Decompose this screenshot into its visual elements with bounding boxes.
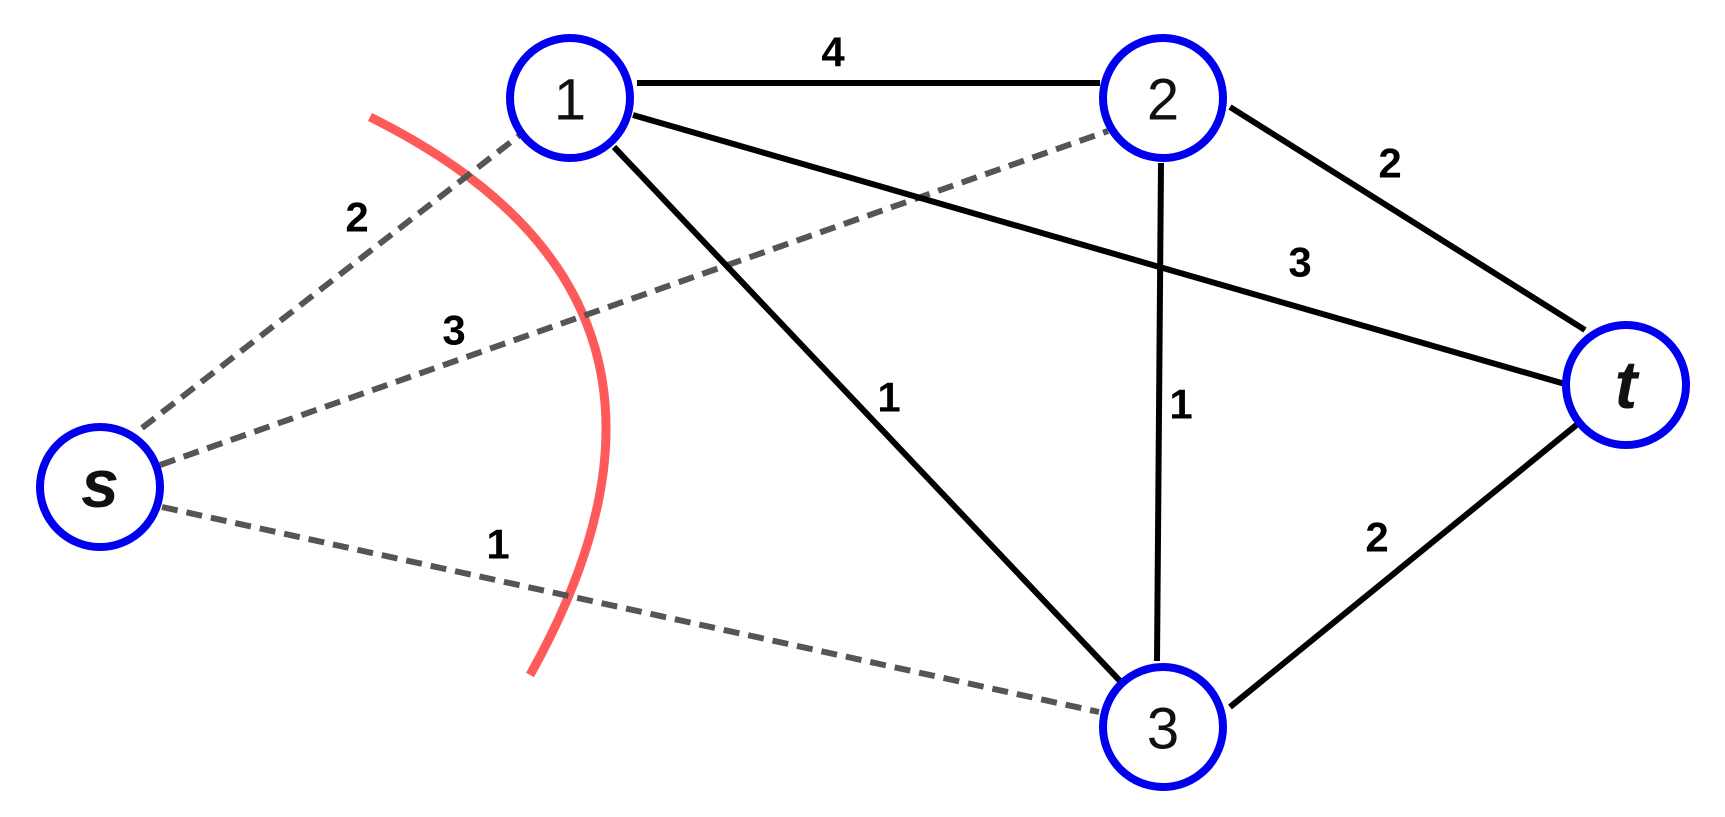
- weight-s-3: 1: [486, 521, 509, 568]
- node-s-label: s: [81, 446, 119, 522]
- edge-s-3: [161, 504, 1100, 715]
- edge-2-t: [1228, 104, 1587, 333]
- weight-1-2: 4: [821, 29, 845, 76]
- weight-1-3: 1: [877, 374, 900, 421]
- node-1: 1: [506, 34, 634, 162]
- node-3-label: 3: [1147, 697, 1179, 762]
- node-2: 2: [1099, 34, 1227, 162]
- edge-1-3: [611, 144, 1123, 684]
- edge-s-2: [159, 128, 1109, 468]
- weight-2-3: 1: [1169, 381, 1192, 428]
- edge-3-t: [1228, 415, 1587, 710]
- edge-1-t: [632, 112, 1566, 387]
- weight-s-2: 3: [442, 307, 465, 354]
- node-s: s: [36, 423, 164, 551]
- node-1-label: 1: [554, 68, 586, 133]
- weight-3-t: 2: [1365, 514, 1388, 561]
- weight-s-1: 2: [345, 194, 368, 241]
- node-2-label: 2: [1147, 68, 1179, 133]
- weight-1-t: 3: [1288, 239, 1311, 286]
- node-t: t: [1562, 321, 1690, 449]
- weight-2-t: 2: [1378, 140, 1401, 187]
- edge-2-3: [1154, 162, 1164, 662]
- edge-s-1: [140, 128, 527, 431]
- node-t-label: t: [1615, 347, 1640, 423]
- cut-arc: [368, 112, 611, 678]
- node-3: 3: [1099, 663, 1227, 791]
